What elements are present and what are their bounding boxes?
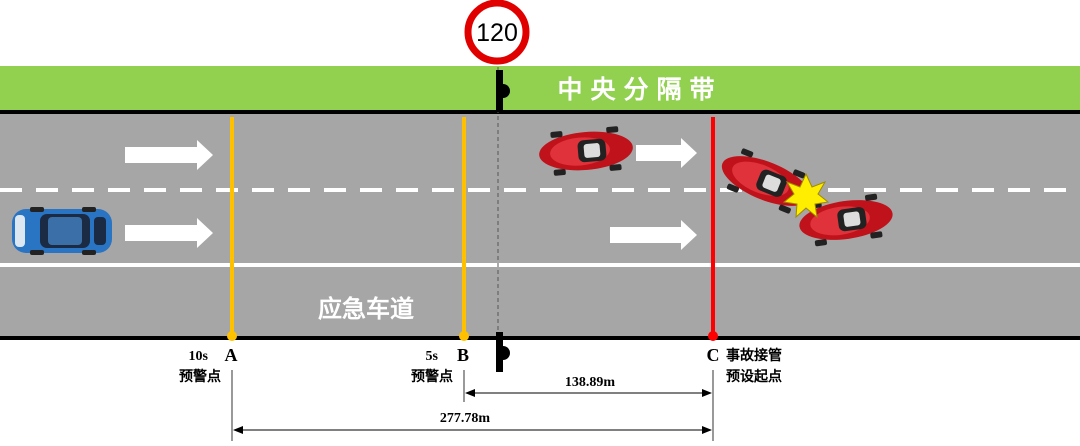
blue-car-icon: [12, 207, 112, 255]
collision-burst-icon: [782, 172, 830, 219]
point-c-letter: C: [707, 345, 720, 365]
distance-bc-label: 138.89m: [565, 375, 616, 390]
point-b-letter: B: [457, 345, 469, 365]
point-a-time: 10s: [189, 349, 209, 364]
shoulder-label: 应急车道: [318, 295, 414, 323]
red-car-icon: [539, 126, 633, 176]
point-b-dot: [459, 331, 469, 341]
point-b-desc: 预警点: [411, 368, 453, 385]
red-car-icon: [799, 193, 893, 247]
distance-ac-label: 277.78m: [440, 411, 491, 426]
point-a-dot: [227, 331, 237, 341]
direction-arrow-icon: [610, 220, 697, 250]
point-c-desc-line2: 预设起点: [726, 368, 782, 385]
speed-limit-value: 120: [476, 19, 518, 47]
point-c-dot: [708, 331, 718, 341]
median-strip: [0, 66, 1080, 112]
median-label: 中央分隔带: [557, 75, 722, 104]
point-a-letter: A: [225, 345, 238, 365]
direction-arrow-icon: [636, 138, 697, 168]
sign-post-top: [496, 70, 510, 112]
red-car-icon: [721, 148, 811, 214]
direction-arrow-icon: [125, 140, 213, 170]
speed-limit-sign-icon: 120: [464, 0, 530, 65]
point-c-desc-line1: 事故接管: [726, 347, 782, 364]
point-b-time: 5s: [426, 349, 439, 364]
direction-arrow-icon: [125, 218, 213, 248]
sign-post-bottom: [496, 332, 510, 372]
point-a-desc: 预警点: [179, 368, 221, 385]
